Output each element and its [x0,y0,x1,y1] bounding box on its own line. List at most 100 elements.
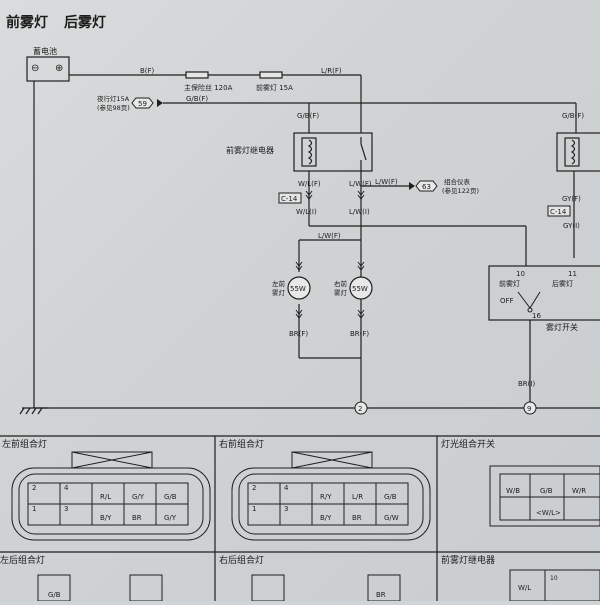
left-front-pins: 2 4 R/L G/Y G/B 1 3 B/Y BR G/Y [32,484,177,522]
battery-plus-icon: ⊕ [55,63,63,74]
pin-label: 3 [284,505,288,513]
ref-59-hex-icon [131,97,154,109]
pin-label: G/Y [132,493,145,501]
light-switch-connector [489,465,600,527]
wire-l-r-f: L/R(F) [321,67,342,75]
battery-minus-icon: ⊖ [31,63,39,74]
wire-w-l-i: W/L(I) [296,208,317,216]
fog-switch-off: OFF [500,297,514,305]
pin-label: 2 [32,484,36,492]
ref-63: 63 [422,183,431,191]
wire-br-f-right: BR(F) [350,330,369,338]
pin-label: 4 [284,484,289,492]
pin-label: BR [352,514,362,522]
pin-label: B/Y [100,514,112,522]
pin-label: R/L [100,493,111,501]
cluster-label: 组合仪表 [444,177,471,186]
battery [26,56,70,82]
left-rear-pin-label: G/B [48,591,61,599]
pin-label: R/Y [320,493,332,501]
connector-c14-left-label: C-14 [281,195,298,203]
ground-9-label: 9 [527,405,531,413]
ref-63-hex-icon [415,180,438,192]
fog-switch-pin16: 16 [532,312,541,320]
fog-switch-contacts [517,291,541,313]
left-front-connector [11,451,211,541]
connector-chevron-icon [295,261,365,319]
ground-2-label: 2 [358,405,362,413]
fog-switch-label: 雾灯开关 [546,322,578,332]
fuse-main-label: 主保险丝 120A [184,83,233,92]
pin-label: G/B [540,487,553,495]
wire-br-i: BR(I) [518,380,535,388]
pin-label: W/B [506,487,520,495]
right-lamp-watt: 55W [352,285,368,293]
wire-l-w-f-relay: L/W(F) [375,178,398,186]
left-lamp-label1: 左前 [272,279,286,288]
bottom-connectors [37,569,600,602]
cluster-ref-label: (参见122页) [442,186,479,195]
connector-chevron-icon [305,190,365,200]
fog-switch-front: 前雾灯 [499,279,520,288]
left-lamp-label2: 雾灯 [272,288,286,297]
right-rear-pin-label: BR [376,591,386,599]
arrow-right-icon [409,182,415,190]
pin-label: 3 [64,505,68,513]
wire-w-l-f: W/L(F) [298,180,321,188]
light-switch-pins: W/B G/B W/R <W/L> [506,487,586,517]
title-rear-fog: 后雾灯 [64,14,106,31]
panel-left-rear-title: 左后组合灯 [0,554,45,566]
wire-gy-f: GY(F) [562,195,581,203]
fog-relay-pin-number: 10 [550,575,558,582]
night-lamp-label: 夜行灯15A [97,94,130,103]
pin-label: B/Y [320,514,332,522]
ground-point-9 [523,401,537,415]
connector-c14-right [547,205,571,217]
pin-label: G/Y [164,514,177,522]
pin-label: 2 [252,484,256,492]
left-lamp-watt: 55W [290,285,306,293]
wire-br-f-left: BR(F) [289,330,308,338]
pin-label: BR [132,514,142,522]
relay-label: 前雾灯继电器 [226,145,274,155]
fog-relay-pin-label: W/L [518,584,531,592]
fog-switch-pin11: 11 [568,270,577,278]
right-fog-lamp [349,276,373,300]
left-fog-lamp [287,276,311,300]
wire-g-b-f-top: G/B(F) [297,112,319,120]
right-front-pins: 2 4 R/Y L/R G/B 1 3 B/Y BR G/W [252,484,399,522]
pin-label: G/B [164,493,177,501]
wire-g-b-f-mid: G/B(F) [186,95,208,103]
front-fog-relay [293,132,373,172]
panel-front-fog-relay-title: 前雾灯继电器 [441,554,495,566]
battery-label: 蓄电池 [33,46,57,56]
wire-b-f: B(F) [140,67,155,75]
panel-right-rear-title: 右后组合灯 [219,554,264,566]
pin-label: 1 [32,505,36,513]
ref-59: 59 [138,100,147,108]
panel-left-front-title: 左前组合灯 [2,438,47,450]
wire-l-w-f-bottom: L/W(F) [318,232,341,240]
pin-label: L/R [352,493,363,501]
wire-l-w-i: L/W(I) [349,208,370,216]
panel-right-front-title: 右前组合灯 [219,438,264,450]
connector-c14-right-label: C-14 [550,208,567,216]
pin-label: 1 [252,505,256,513]
pin-label: <W/L> [536,509,561,517]
pin-label: G/B [384,493,397,501]
pin-label: 4 [64,484,69,492]
wire-gy-i: GY(I) [563,222,580,230]
arrow-right-icon [157,99,163,107]
ground-point-2 [354,401,368,415]
connector-c14-left [278,192,302,204]
wire-l-w-f-top: L/W(F) [349,180,372,188]
right-lamp-label1: 右前 [334,279,348,288]
panel-light-switch-title: 灯光组合开关 [441,438,495,450]
right-lamp-label2: 雾灯 [334,288,348,297]
pin-label: G/W [384,514,399,522]
right-front-connector [231,451,431,541]
fog-switch-pin10: 10 [516,270,525,278]
fuse-front-fog-label: 前雾灯 15A [256,83,293,92]
